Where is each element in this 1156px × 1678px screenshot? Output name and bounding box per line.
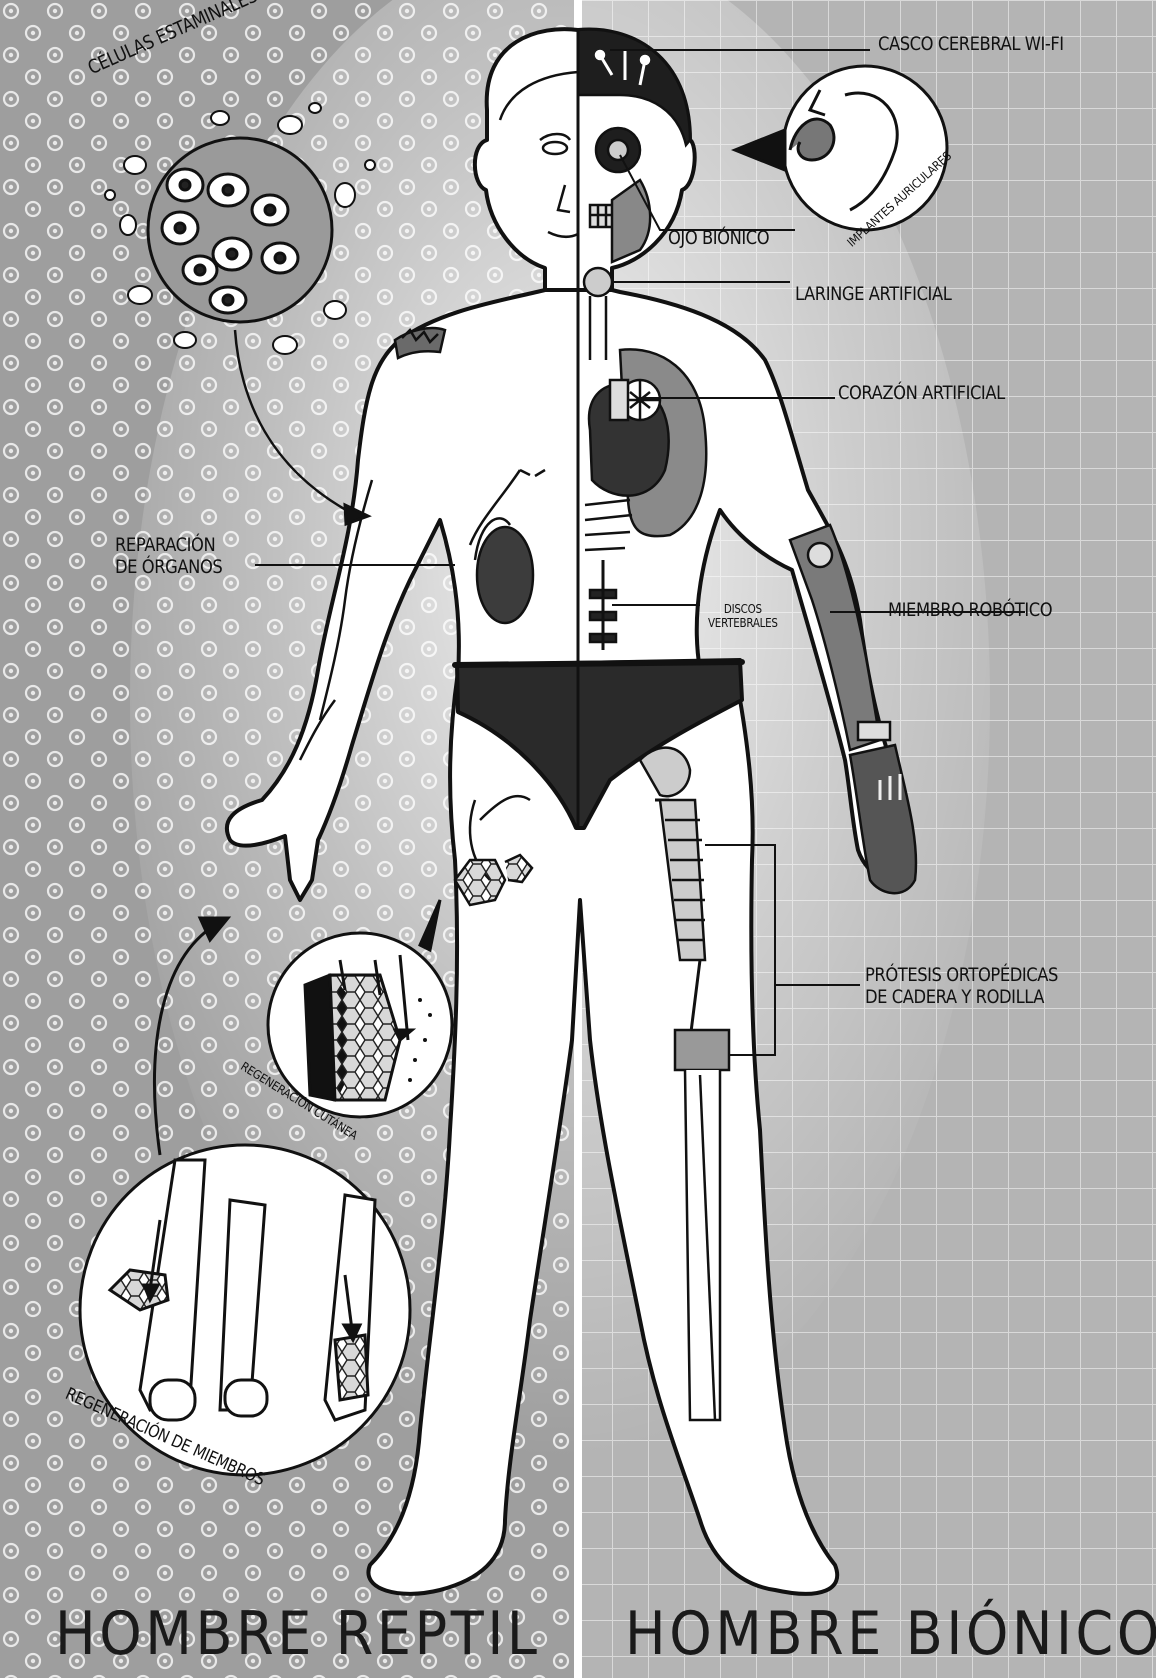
title-reptile-man: HOMBRE REPTIL [55,1604,541,1664]
label-wifi-helmet: CASCO CEREBRAL WI-FI [878,34,1064,56]
title-bionic-man: HOMBRE BIÓNICO [625,1604,1156,1664]
label-bionic-eye: OJO BIÓNICO [668,228,769,250]
label-orthopedic-prostheses: PRÓTESIS ORTOPÉDICAS DE CADERA Y RODILLA [865,965,1058,1009]
label-organ-repair: REPARACIÓN DE ÓRGANOS [115,535,222,579]
label-spinal-discs: DISCOS VERTEBRALES [708,603,778,631]
label-artificial-heart: CORAZÓN ARTIFICIAL [838,383,1005,405]
label-artificial-larynx: LARINGE ARTIFICIAL [795,284,951,306]
label-robotic-limb: MIEMBRO ROBÓTICO [888,600,1052,622]
knee-prosthesis [675,1030,729,1070]
artificial-larynx [584,268,612,296]
kidney-organ [477,527,533,623]
